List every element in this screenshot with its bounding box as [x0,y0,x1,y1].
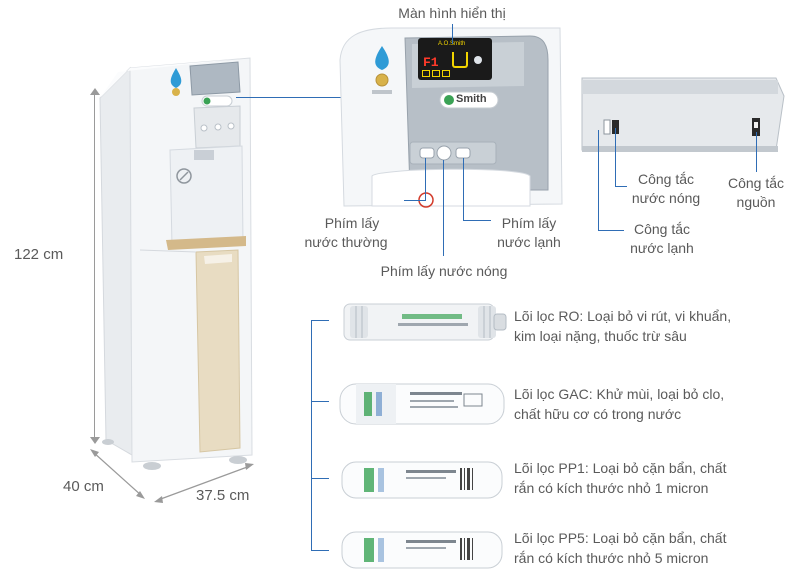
callout-line-hot-switch-v [615,128,616,186]
filter-bracket-tick-2 [311,401,329,402]
display-brand-text: A.O.Smith [438,41,466,47]
callout-line-display [452,24,453,44]
brand-logo-text: Smith [456,93,487,105]
callout-line-cold-switch-v [598,130,599,230]
filter-ro-line-2: kim loại nặng, thuốc trừ sâu [514,328,687,344]
depth-label: 40 cm [63,478,104,495]
callout-line-power-switch [756,132,757,172]
cold-switch-label-1: Công tắc [633,221,691,237]
callout-line-hot-key [443,160,444,256]
filter-gac-line-1: Lõi lọc GAC: Khử mùi, loại bỏ clo, [514,386,725,402]
callout-line-normal-key-v [425,158,426,200]
pp5-filter-illustration [341,531,503,569]
callout-line-cold-key-v [463,158,464,220]
filter-pp5-line-1: Lõi lọc PP5: Loại bỏ cặn bẩn, chất [514,530,727,546]
hot-switch-label-2: nước nóng [631,190,701,206]
display-callout-label: Màn hình hiển thị [398,5,506,21]
display-cup-icon [452,52,468,68]
height-dimension-line [94,93,95,441]
ro-filter-illustration [343,303,507,341]
cold-water-key-label-2: nước lạnh [497,234,561,250]
filter-pp5-line-2: rắn có kích thước nhỏ 5 micron [514,550,709,566]
display-indicator-icon [474,56,482,64]
filter-bracket-tick-4 [311,550,329,551]
filter-bracket-tick-1 [311,320,329,321]
callout-line-cold-key-h [463,220,491,221]
display-status-icon-1 [422,70,430,77]
filter-gac-line-2: chất hữu cơ có trong nước [514,406,682,422]
callout-line-zoom [236,97,348,98]
normal-water-key-label-1: Phím lấy [324,215,380,231]
power-switch-label-2: nguồn [736,194,776,210]
gac-filter-illustration [339,383,505,425]
power-switch-label-1: Công tắc [727,175,785,191]
display-digits: F1 [423,55,439,70]
filter-pp1-line-1: Lõi lọc PP1: Loại bỏ cặn bẩn, chất [514,460,727,476]
cold-switch-label-2: nước lạnh [630,240,694,256]
zoomed-front-panel [339,27,563,208]
pp1-filter-illustration [341,461,503,499]
cold-water-key-label-1: Phím lấy [501,215,557,231]
filter-ro-line-1: Lõi lọc RO: Loại bỏ vi rút, vi khuẩn, [514,308,732,324]
back-panel-illustration [581,77,785,152]
display-status-icon-2 [432,70,440,77]
hot-switch-label-1: Công tắc [637,171,695,187]
normal-water-key-label-2: nước thường [304,234,388,250]
water-dispenser-illustration [99,57,253,470]
hot-water-key-label: Phím lấy nước nóng [380,263,508,279]
display-status-icon-3 [442,70,450,77]
filter-pp1-line-2: rắn có kích thước nhỏ 1 micron [514,480,709,496]
depth-dimension-line [90,449,145,499]
filter-bracket-tick-3 [311,478,329,479]
callout-line-hot-switch-h [615,186,627,187]
height-label: 122 cm [14,246,64,263]
callout-line-cold-switch-h [598,230,624,231]
callout-line-normal-key-h [404,200,426,201]
width-label: 37.5 cm [196,487,250,504]
height-arrow-top [90,88,100,95]
width-dimension-line [154,463,254,503]
filter-bracket-vertical [311,320,312,551]
height-arrow-bottom [90,437,100,444]
